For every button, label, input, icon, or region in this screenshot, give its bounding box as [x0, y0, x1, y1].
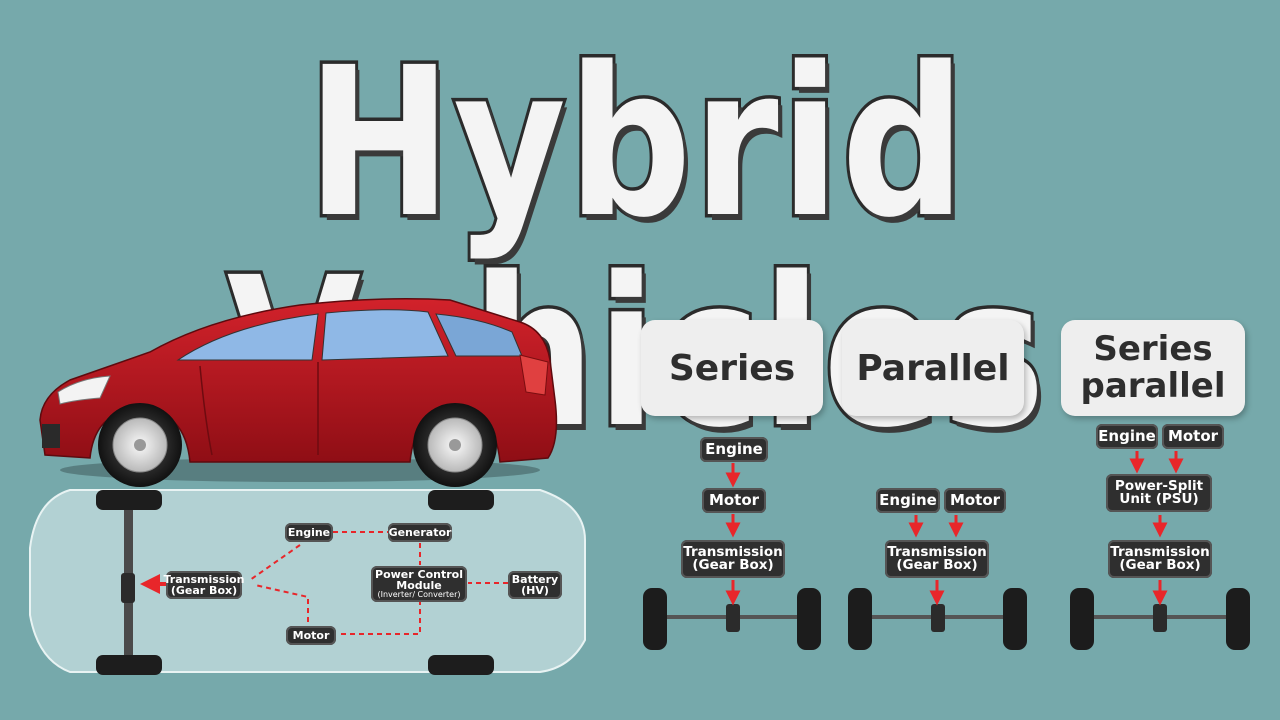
parallel-card-label: Parallel [856, 347, 1010, 389]
car-engine-label: Engine [285, 523, 333, 542]
car-window-front [176, 313, 319, 361]
parallel-transmission-label: Transmission (Gear Box) [885, 540, 989, 578]
series-parallel-motor-label: Motor [1162, 424, 1224, 449]
series-parallel-card: Series parallel [1061, 320, 1245, 416]
series-motor-label: Motor [702, 488, 766, 513]
series-parallel-diagram-graphics [1070, 451, 1250, 650]
car-transmission-label: Transmission (Gear Box) [163, 571, 245, 599]
series-transmission-label: Transmission (Gear Box) [681, 540, 785, 578]
parallel-motor-label: Motor [944, 488, 1006, 513]
car-floor-plan [29, 489, 586, 675]
car-battery-label: Battery (HV) [508, 571, 562, 599]
series-card-label: Series [668, 347, 796, 389]
series-parallel-transmission-label: Transmission (Gear Box) [1108, 540, 1212, 578]
psu-label: Power-Split Unit (PSU) [1106, 474, 1212, 512]
car-motor-label: Motor [286, 626, 336, 645]
series-diagram-graphics [643, 463, 821, 650]
parallel-engine-label: Engine [876, 488, 940, 513]
car-headlight [57, 375, 111, 405]
series-engine-label: Engine [700, 437, 768, 462]
car-window-back [435, 313, 523, 357]
car-window-rear [321, 309, 449, 361]
car-taillight [519, 354, 549, 396]
parallel-card: Parallel [842, 320, 1024, 416]
series-parallel-card-line1: Series [1093, 328, 1213, 369]
series-card: Series [641, 320, 823, 416]
series-parallel-card-line2: parallel [1080, 366, 1226, 406]
series-parallel-engine-label: Engine [1096, 424, 1158, 449]
parallel-diagram-graphics [848, 515, 1027, 650]
car-generator-label: Generator [388, 523, 452, 542]
car-power-control-module-label: Power Control Module (Inverter/ Converte… [371, 566, 467, 602]
car-illustration [39, 298, 558, 487]
